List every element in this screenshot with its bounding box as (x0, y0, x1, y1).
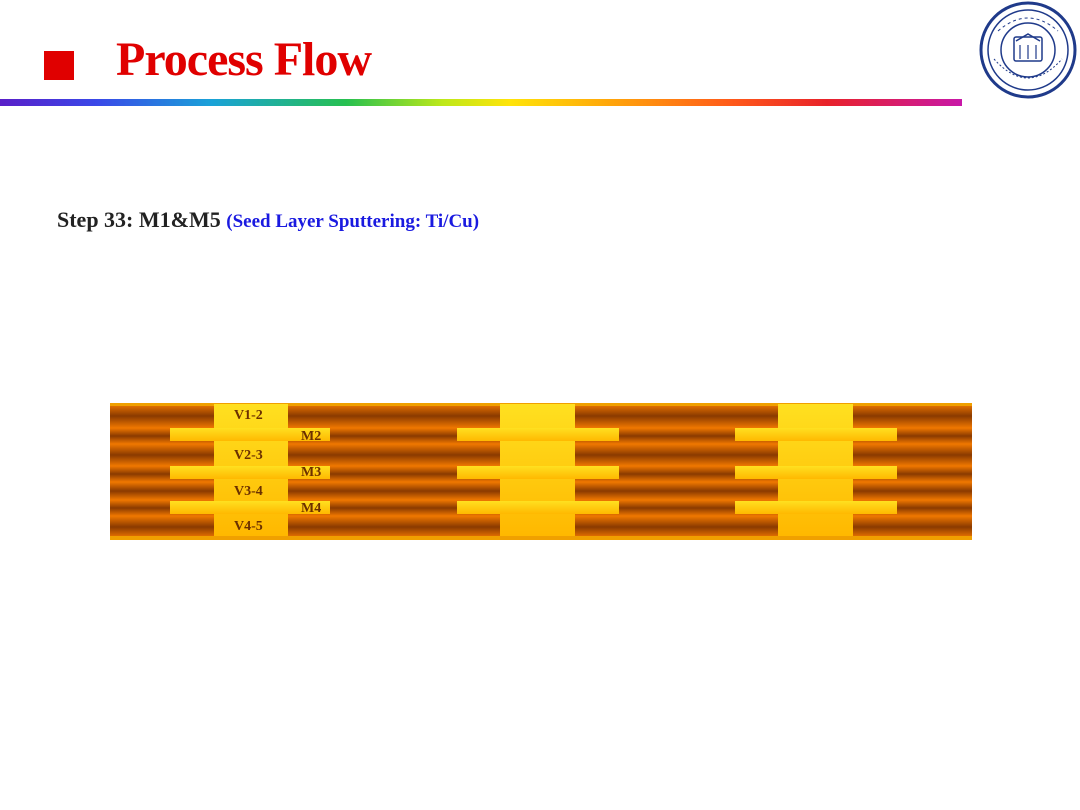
bottom-seed-layer (110, 536, 972, 540)
step-title: Step 33: M1&M5 (57, 207, 221, 232)
university-seal-icon (979, 1, 1077, 99)
title-bullet (44, 51, 74, 80)
step-heading: Step 33: M1&M5 (Seed Layer Sputtering: T… (57, 207, 479, 233)
label-v2-3: V2-3 (234, 448, 263, 463)
step-detail: (Seed Layer Sputtering: Ti/Cu) (226, 211, 480, 232)
label-v3-4: V3-4 (234, 484, 263, 499)
label-v4-5: V4-5 (234, 519, 263, 534)
metal-lines-m4 (170, 501, 897, 514)
label-m2: M2 (301, 429, 321, 444)
title-underline-gradient (0, 99, 962, 106)
label-v1-2: V1-2 (234, 408, 263, 423)
label-m4: M4 (301, 501, 321, 516)
label-m3: M3 (301, 465, 321, 480)
metal-lines-m3 (170, 466, 897, 479)
metal-lines-m2 (170, 428, 897, 441)
page-title: Process Flow (116, 33, 372, 86)
